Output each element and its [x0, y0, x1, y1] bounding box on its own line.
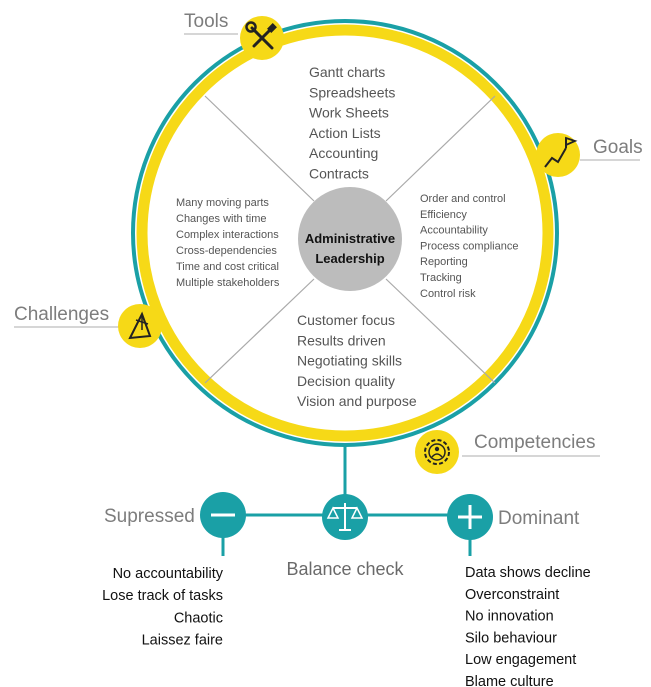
goals-icon — [536, 133, 580, 177]
challenge-item: Time and cost critical — [176, 261, 279, 273]
supressed-item: Laissez faire — [142, 633, 223, 649]
yellow-ring — [136, 24, 554, 442]
goal-item: Reporting — [420, 256, 468, 268]
divider-top-right — [385, 95, 496, 202]
goal-item: Control risk — [420, 288, 476, 300]
center-title-line1: Administrative — [305, 231, 395, 246]
competency-item: Results driven — [297, 332, 386, 348]
tools-label: Tools — [184, 11, 228, 32]
competency-item: Vision and purpose — [297, 393, 417, 409]
divider-bottom-right — [385, 278, 496, 384]
goal-item: Process compliance — [420, 240, 518, 252]
supressed-minus-icon — [200, 492, 246, 538]
challenges-label: Challenges — [14, 304, 109, 325]
competency-item: Negotiating skills — [297, 353, 402, 369]
goal-item: Tracking — [420, 272, 462, 284]
supressed-label: Supressed — [104, 506, 195, 527]
challenge-item: Many moving parts — [176, 197, 269, 209]
goals-label: Goals — [593, 137, 643, 158]
quadrant-goals-list: Order and controlEfficiencyAccountabilit… — [420, 193, 518, 300]
challenge-item: Changes with time — [176, 213, 267, 225]
dominant-item: Silo behaviour — [465, 630, 557, 646]
tool-item: Contracts — [309, 166, 369, 182]
goal-item: Efficiency — [420, 209, 467, 221]
center-circle — [298, 187, 402, 291]
competencies-label: Competencies — [474, 432, 595, 453]
divider-bottom-left — [204, 278, 315, 384]
supressed-item: No accountability — [113, 566, 224, 582]
center-title-line2: Leadership — [315, 251, 384, 266]
balance-check-label: Balance check — [286, 559, 404, 579]
dominant-item: Blame culture — [465, 674, 554, 687]
supressed-item: Chaotic — [174, 610, 223, 626]
dominant-item: Data shows decline — [465, 565, 591, 581]
challenge-item: Multiple stakeholders — [176, 277, 280, 289]
goal-item: Order and control — [420, 193, 506, 205]
supressed-item: Lose track of tasks — [102, 588, 223, 604]
dominant-item: No innovation — [465, 609, 554, 625]
balance-scale-icon — [322, 494, 368, 540]
competency-item: Decision quality — [297, 373, 395, 389]
challenges-icon — [118, 304, 162, 348]
divider-top-left — [204, 95, 315, 202]
competency-item: Customer focus — [297, 312, 395, 328]
challenge-item: Complex interactions — [176, 229, 279, 241]
dominant-item: Overconstraint — [465, 587, 559, 603]
challenge-item: Cross-dependencies — [176, 245, 277, 257]
tool-item: Accounting — [309, 145, 378, 161]
tool-item: Action Lists — [309, 125, 381, 141]
goal-item: Accountability — [420, 225, 488, 237]
tools-icon — [240, 16, 284, 60]
dominant-item: Low engagement — [465, 652, 576, 668]
gear-people-icon — [415, 430, 459, 474]
dominant-plus-icon — [447, 494, 493, 540]
dominant-label: Dominant — [498, 508, 580, 529]
tool-item: Work Sheets — [309, 105, 389, 121]
tool-item: Spreadsheets — [309, 84, 395, 100]
tool-item: Gantt charts — [309, 64, 385, 80]
